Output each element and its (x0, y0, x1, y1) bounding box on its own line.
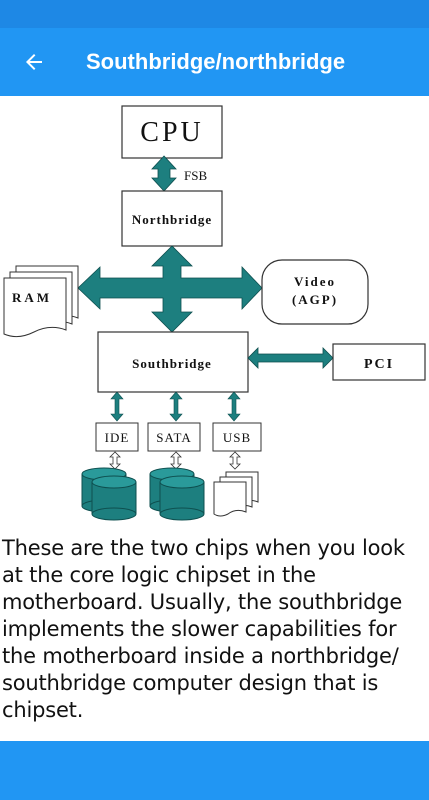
sata-label: SATA (156, 430, 191, 445)
arrow-left-icon (26, 54, 42, 70)
usb-label: USB (223, 430, 251, 445)
agp-label: (AGP) (292, 292, 338, 307)
northbridge-label: Northbridge (132, 212, 212, 227)
southbridge-box (97, 331, 249, 393)
bottom-bar (0, 741, 429, 800)
status-bar (0, 0, 429, 28)
video-label: Video (294, 274, 336, 289)
fsb-arrow (151, 155, 177, 192)
southbridge-label: Southbridge (132, 356, 212, 371)
pci-box (332, 343, 426, 381)
south-down-arrows (110, 391, 241, 422)
pci-arrow (247, 347, 334, 369)
ram-icon (3, 265, 79, 338)
pci-label: PCI (364, 357, 394, 372)
ide-disk-icon (81, 467, 137, 521)
bus-cross-arrow (77, 245, 263, 333)
ide-box (95, 422, 139, 452)
sata-disk-icon (149, 467, 205, 521)
app-bar: Southbridge/northbridge (0, 28, 429, 96)
cpu-label: CPU (140, 117, 203, 148)
chipset-diagram: CPU FSB Northbridge RAM Video (AGP) Sout… (0, 96, 429, 526)
usb-device-icon (213, 471, 259, 517)
device-link-arrows (109, 451, 241, 470)
fsb-label: FSB (184, 168, 207, 183)
back-button[interactable] (18, 46, 50, 78)
page-title: Southbridge/northbridge (86, 49, 346, 74)
northbridge-box (121, 190, 223, 247)
cpu-box (121, 105, 223, 159)
ram-label: RAM (12, 290, 52, 305)
sata-box (147, 422, 201, 452)
ide-label: IDE (105, 430, 130, 445)
description-paragraph: These are the two chips when you look at… (2, 536, 405, 722)
usb-box (212, 422, 262, 452)
video-box (261, 259, 369, 325)
